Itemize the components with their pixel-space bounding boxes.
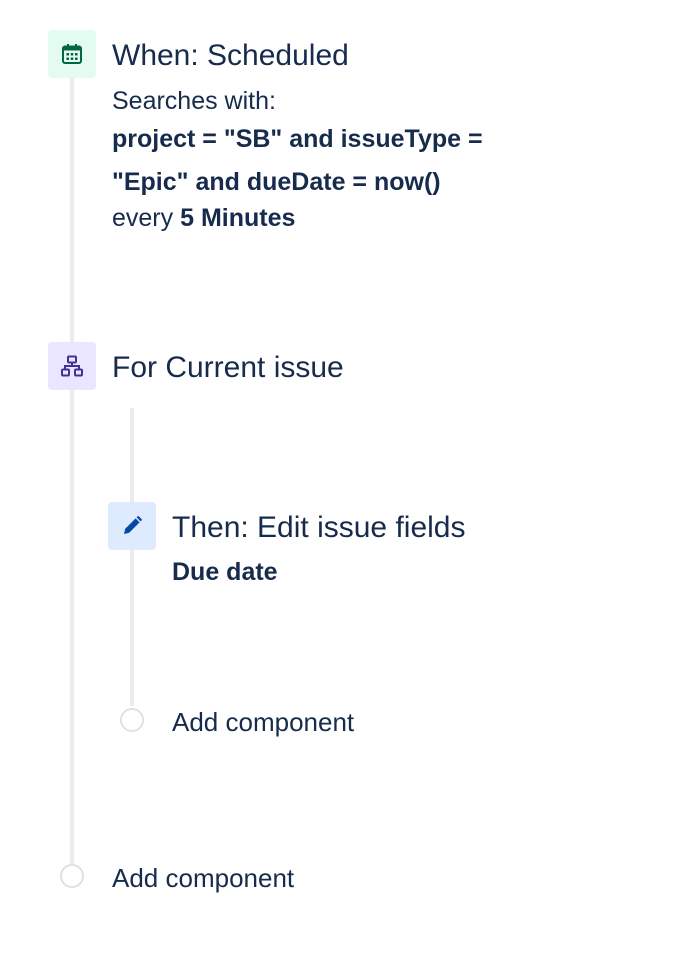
trigger-interval-value: 5 Minutes [180, 204, 296, 232]
branch-icon [48, 342, 96, 390]
trigger-query: project = "SB" and issueType = "Epic" an… [112, 118, 483, 204]
pencil-icon [108, 502, 156, 550]
trigger-every-label: every [112, 204, 174, 232]
outer-rail [70, 72, 74, 864]
trigger-step[interactable]: When: Scheduled Searches with: project =… [48, 30, 568, 240]
inner-rail [130, 408, 134, 706]
outer-add-component-button[interactable]: Add component [112, 863, 295, 893]
outer-add-component-circle[interactable] [60, 864, 84, 888]
branch-title: For Current issue [112, 351, 344, 384]
trigger-interval: every 5 Minutes [112, 198, 295, 238]
inner-add-component-circle[interactable] [120, 708, 144, 732]
branch-step[interactable]: For Current issue [48, 342, 448, 390]
trigger-query-line2: "Epic" and dueDate = now() [112, 168, 441, 196]
trigger-title: When: Scheduled [112, 39, 349, 72]
action-title: Then: Edit issue fields [172, 511, 466, 544]
inner-add-component-button[interactable]: Add component [172, 707, 355, 737]
trigger-query-line1: project = "SB" and issueType = [112, 125, 483, 153]
action-field: Due date [172, 558, 278, 586]
trigger-searches-label: Searches with: [112, 87, 276, 115]
action-step[interactable]: Then: Edit issue fields Due date [108, 502, 528, 592]
calendar-icon [48, 30, 96, 78]
